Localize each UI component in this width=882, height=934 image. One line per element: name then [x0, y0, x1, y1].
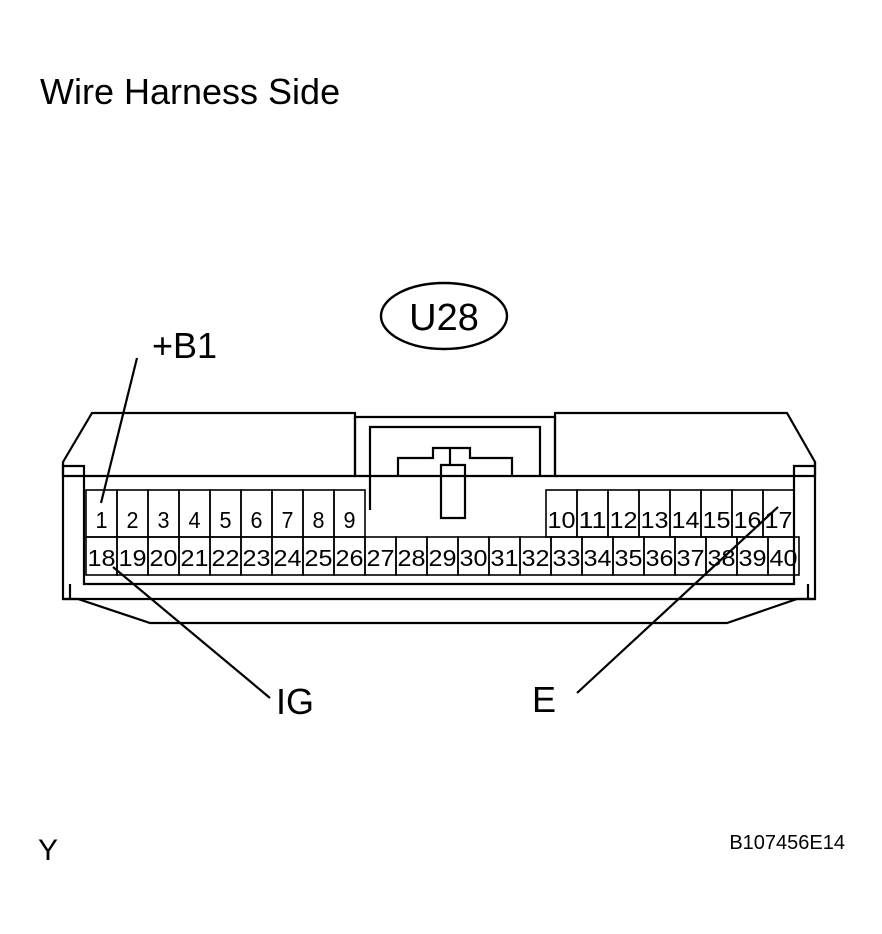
pin-number-5: 5	[220, 507, 232, 533]
leader-line-b1	[99, 357, 139, 504]
pin-number-17: 17	[765, 507, 793, 533]
pin-number-13: 13	[641, 507, 669, 533]
leader-line-e	[576, 506, 779, 694]
diagram-title: Wire Harness Side	[40, 71, 340, 112]
pin-number-36: 36	[646, 545, 674, 571]
pin-number-16: 16	[734, 507, 762, 533]
figure-code: B107456E14	[729, 832, 845, 854]
pin-number-4: 4	[189, 507, 201, 533]
pin-number-24: 24	[274, 545, 302, 571]
pin-number-6: 6	[251, 507, 263, 533]
pin-number-23: 23	[243, 545, 271, 571]
pin-number-12: 12	[610, 507, 638, 533]
pin-number-18: 18	[88, 545, 116, 571]
pin-number-27: 27	[367, 545, 395, 571]
pin-number-8: 8	[313, 507, 325, 533]
pin-number-32: 32	[522, 545, 550, 571]
pin-number-21: 21	[181, 545, 209, 571]
pin-number-34: 34	[584, 545, 612, 571]
pin-number-37: 37	[677, 545, 705, 571]
callout-b1: +B1	[152, 325, 217, 366]
pin-number-40: 40	[770, 545, 798, 571]
pin-cell	[767, 536, 800, 576]
pin-number-35: 35	[615, 545, 643, 571]
pin-number-10: 10	[548, 507, 576, 533]
pin-number-11: 11	[579, 507, 607, 533]
pin-number-30: 30	[460, 545, 488, 571]
pin-number-19: 19	[119, 545, 147, 571]
pin-number-15: 15	[703, 507, 731, 533]
pin-number-2: 2	[127, 507, 139, 533]
pin-number-25: 25	[305, 545, 333, 571]
pin-number-29: 29	[429, 545, 457, 571]
corner-mark: Y	[38, 834, 58, 867]
pin-number-22: 22	[212, 545, 240, 571]
connector-id-label: U28	[409, 297, 479, 339]
pin-number-1: 1	[96, 507, 108, 533]
pin-number-3: 3	[158, 507, 170, 533]
pin-number-26: 26	[336, 545, 364, 571]
pin-number-33: 33	[553, 545, 581, 571]
leader-line-ig	[112, 566, 271, 699]
pin-number-7: 7	[282, 507, 294, 533]
connector-id-ellipse	[379, 281, 509, 351]
pin-number-20: 20	[150, 545, 178, 571]
pin-number-39: 39	[739, 545, 767, 571]
callout-e: E	[532, 679, 556, 720]
pin-number-31: 31	[491, 545, 519, 571]
pin-number-14: 14	[672, 507, 700, 533]
callout-ig: IG	[276, 681, 314, 722]
pin-number-28: 28	[398, 545, 426, 571]
pin-number-9: 9	[344, 507, 356, 533]
